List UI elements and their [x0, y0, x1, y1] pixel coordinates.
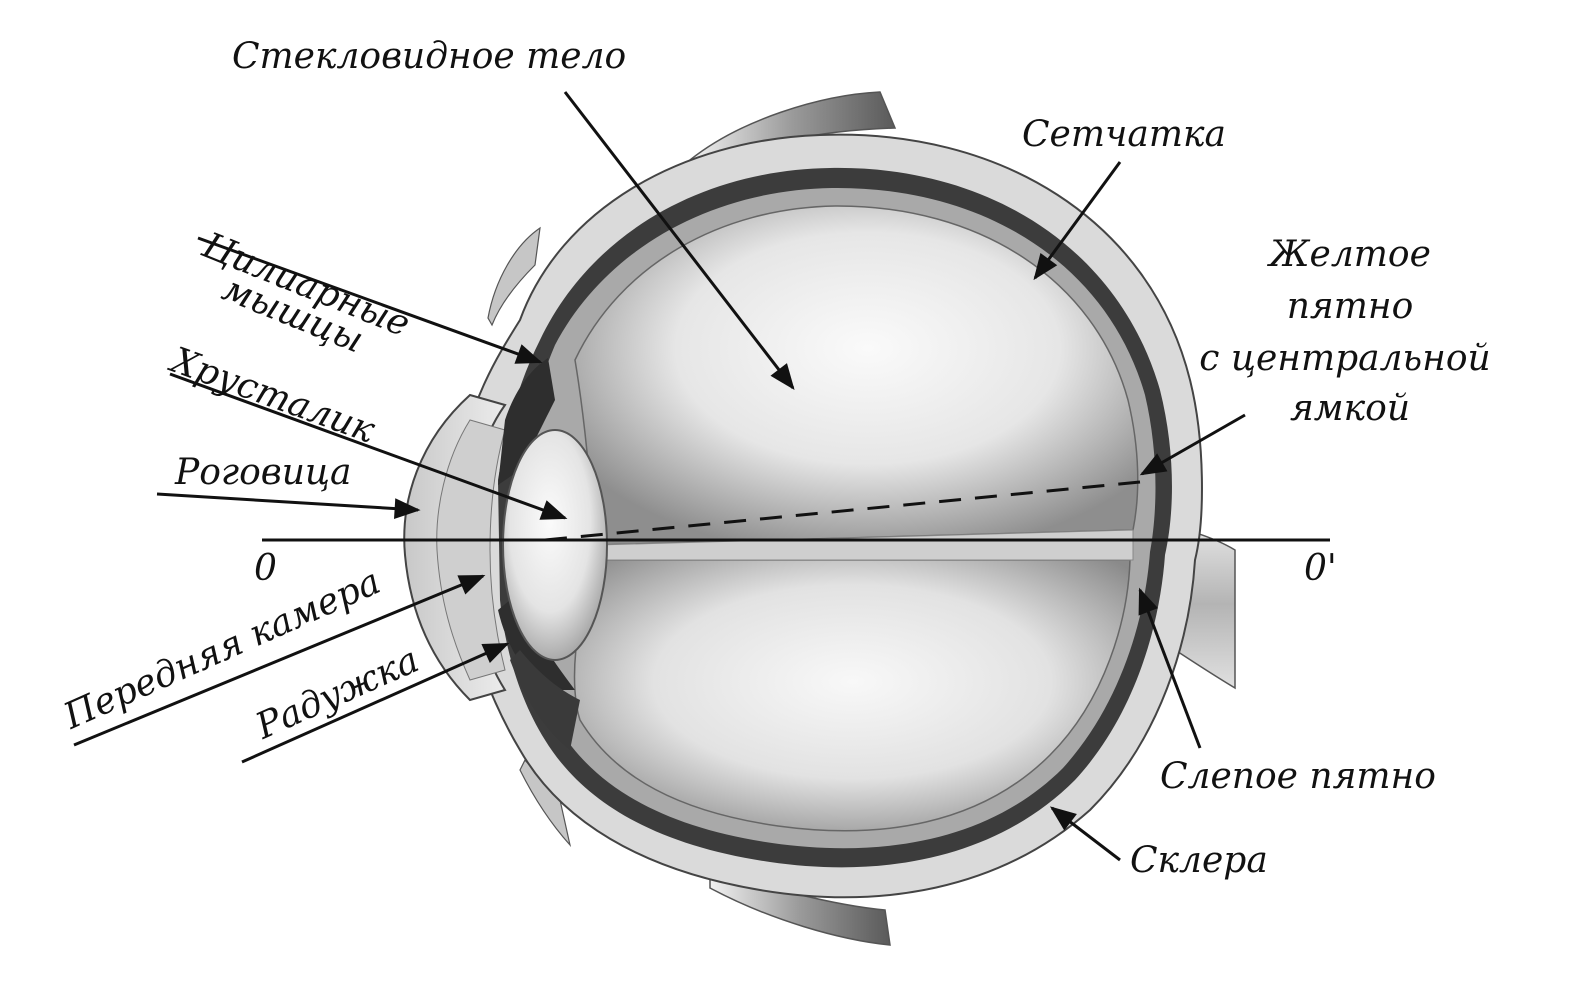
retina-pointer	[1033, 161, 1122, 281]
anterior-chamber-pointer	[73, 574, 486, 747]
lens-pointer	[169, 372, 568, 520]
vitreous-pointer	[563, 91, 795, 391]
anterior-chamber-area	[436, 419, 506, 681]
label-macula-line3: с центральной	[1199, 338, 1491, 379]
upper-oblique-muscle	[487, 226, 541, 327]
label-axis-end: 0'	[1304, 548, 1337, 589]
lens	[502, 429, 608, 661]
visual-axis	[544, 480, 1141, 542]
ciliary-pointer	[197, 236, 543, 364]
label-sclera: Склера	[1130, 840, 1268, 881]
label-macula-line1: Желтое	[1269, 234, 1431, 275]
label-macula-line4: ямкой	[1289, 388, 1411, 429]
label-cornea: Роговица	[175, 452, 352, 493]
cornea-pointer	[156, 492, 421, 519]
label-macula-line2: пятно	[1286, 286, 1414, 327]
ciliary-body-upper	[498, 358, 555, 485]
macula-pointer	[1139, 413, 1246, 476]
label-vitreous-body: Стекловидное тело	[232, 36, 627, 77]
ciliary-body-lower	[510, 650, 580, 750]
label-axis-start: 0	[254, 548, 277, 589]
iris-pointer	[241, 642, 510, 764]
label-blind-spot: Слепое пятно	[1160, 756, 1436, 797]
label-retina: Сетчатка	[1022, 114, 1226, 155]
sclera-pointer	[1049, 806, 1121, 862]
blind-spot-pointer	[1138, 587, 1202, 749]
